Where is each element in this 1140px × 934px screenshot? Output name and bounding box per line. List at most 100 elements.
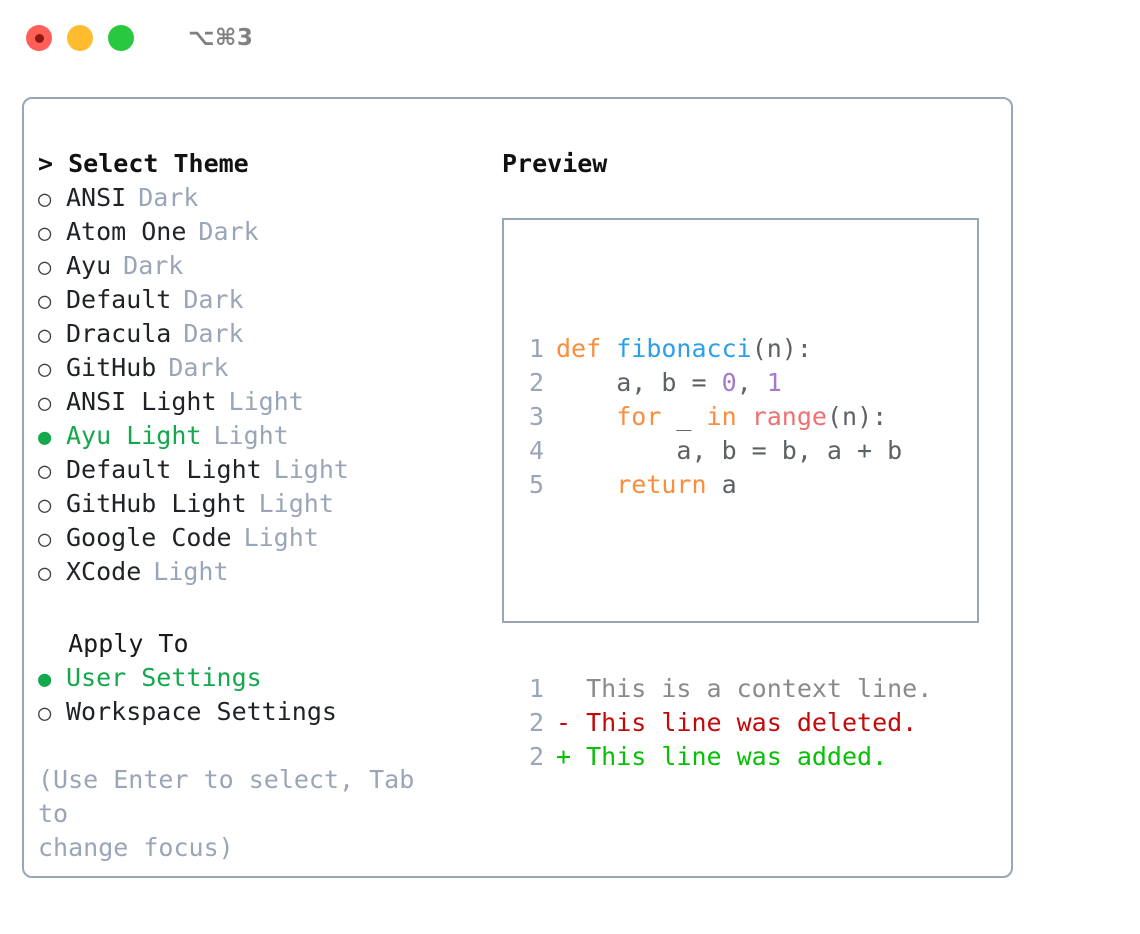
theme-option-label: Google Code: [66, 523, 232, 552]
window-controls: [26, 25, 149, 51]
radio-unselected-icon: ○: [38, 459, 52, 484]
theme-option-tag: Dark: [123, 251, 184, 280]
code-token-kw: def: [556, 334, 617, 363]
code-line-number: 4: [528, 436, 544, 465]
apply-to-title: Apply To: [68, 629, 189, 658]
close-window-icon[interactable]: [26, 25, 52, 51]
code-token-txt: (n):: [751, 334, 812, 363]
code-line: 2 a, b = 0, 1: [516, 366, 932, 400]
theme-option-google-code[interactable]: ○ Google Code Light: [38, 521, 488, 555]
code-token-txt: (n):: [826, 402, 888, 431]
radio-selected-icon: ●: [38, 425, 52, 450]
theme-option-ansi[interactable]: ○ ANSI Dark: [38, 181, 488, 215]
theme-option-default[interactable]: ○ Default Dark: [38, 283, 488, 317]
diff-line: 2 + This line was added.: [516, 740, 932, 774]
theme-option-github[interactable]: ○ GitHub Dark: [38, 351, 488, 385]
minimize-window-icon[interactable]: [67, 25, 93, 51]
theme-option-label: Ayu: [66, 251, 112, 280]
diff-marker: -: [556, 708, 587, 737]
theme-option-label: ANSI: [66, 183, 127, 212]
code-token-txt: [556, 402, 616, 431]
code-token-txt: [737, 402, 752, 431]
preview-heading: Preview: [502, 149, 608, 178]
code-token-txt: a, b = b, a + b: [556, 436, 903, 465]
theme-option-tag: Dark: [168, 353, 229, 382]
code-token-txt: a, b =: [556, 368, 722, 397]
code-token-num: 0: [721, 368, 737, 397]
apply-to-option-label: User Settings: [66, 663, 262, 692]
theme-option-tag: Light: [243, 523, 319, 552]
theme-option-label: Dracula: [66, 319, 172, 348]
theme-option-label: GitHub Light: [66, 489, 247, 518]
theme-option-xcode[interactable]: ○ XCode Light: [38, 555, 488, 589]
keyboard-hint: (Use Enter to select, Tab to change focu…: [38, 763, 458, 865]
diff-text: This is a context line.: [586, 674, 933, 703]
radio-unselected-icon: ○: [38, 221, 52, 246]
apply-to-option-label: Workspace Settings: [66, 697, 337, 726]
code-token-kw: in: [706, 402, 737, 431]
radio-unselected-icon: ○: [38, 255, 52, 280]
keyboard-hint-line-1: (Use Enter to select, Tab to: [38, 765, 415, 828]
theme-option-label: Default Light: [66, 455, 262, 484]
code-diff-spacer: [516, 570, 932, 604]
radio-unselected-icon: ○: [38, 527, 52, 552]
theme-option-tag: Dark: [183, 319, 244, 348]
radio-unselected-icon: ○: [38, 187, 52, 212]
code-token-kw: for: [616, 402, 662, 431]
radio-unselected-icon: ○: [38, 289, 52, 314]
code-token-num: 1: [766, 368, 782, 397]
theme-option-tag: Light: [213, 421, 289, 450]
code-token-txt: a: [706, 470, 737, 499]
theme-option-tag: Dark: [183, 285, 244, 314]
radio-selected-icon: ●: [38, 667, 52, 692]
keyboard-hint-line-2: change focus): [38, 833, 234, 862]
diff-line-number: 1: [528, 674, 544, 703]
diff-line: 1 This is a context line.: [516, 672, 932, 706]
code-line-number: 2: [528, 368, 544, 397]
code-line: 4 a, b = b, a + b: [516, 434, 932, 468]
radio-unselected-icon: ○: [38, 357, 52, 382]
theme-option-tag: Light: [273, 455, 349, 484]
diff-text: This line was added.: [586, 742, 888, 771]
theme-option-label: XCode: [66, 557, 142, 586]
theme-option-tag: Light: [258, 489, 334, 518]
apply-to-option-user-settings[interactable]: ● User Settings: [38, 661, 488, 695]
code-line: 5 return a: [516, 468, 932, 502]
diff-marker: +: [556, 742, 587, 771]
apply-to-heading: Apply To: [38, 627, 488, 661]
theme-option-default-light[interactable]: ○ Default Light Light: [38, 453, 488, 487]
theme-option-tag: Dark: [138, 183, 199, 212]
diff-sample: 1 This is a context line. 2- This line wa…: [516, 672, 932, 774]
code-token-fn: fibonacci: [616, 334, 752, 363]
theme-option-tag: Light: [153, 557, 229, 586]
code-line-number: 5: [528, 470, 544, 499]
hint-spacer: [38, 729, 488, 763]
code-token-call: range: [751, 402, 827, 431]
code-line-number: 3: [528, 402, 544, 431]
radio-unselected-icon: ○: [38, 701, 52, 726]
radio-unselected-icon: ○: [38, 561, 52, 586]
code-line-number: 1: [528, 334, 544, 363]
theme-option-label: Atom One: [66, 217, 187, 246]
select-theme-prefix: >: [38, 149, 69, 178]
apply-to-option-workspace-settings[interactable]: ○ Workspace Settings: [38, 695, 488, 729]
diff-marker: [556, 674, 586, 703]
code-line: 1 def fibonacci(n):: [516, 332, 932, 366]
diff-line-number: 2: [528, 742, 544, 771]
theme-option-label: GitHub: [66, 353, 157, 382]
maximize-window-icon[interactable]: [108, 25, 134, 51]
radio-unselected-icon: ○: [38, 391, 52, 416]
theme-option-ayu[interactable]: ○ Ayu Dark: [38, 249, 488, 283]
theme-option-label: Default: [66, 285, 172, 314]
code-token-txt: [556, 470, 616, 499]
